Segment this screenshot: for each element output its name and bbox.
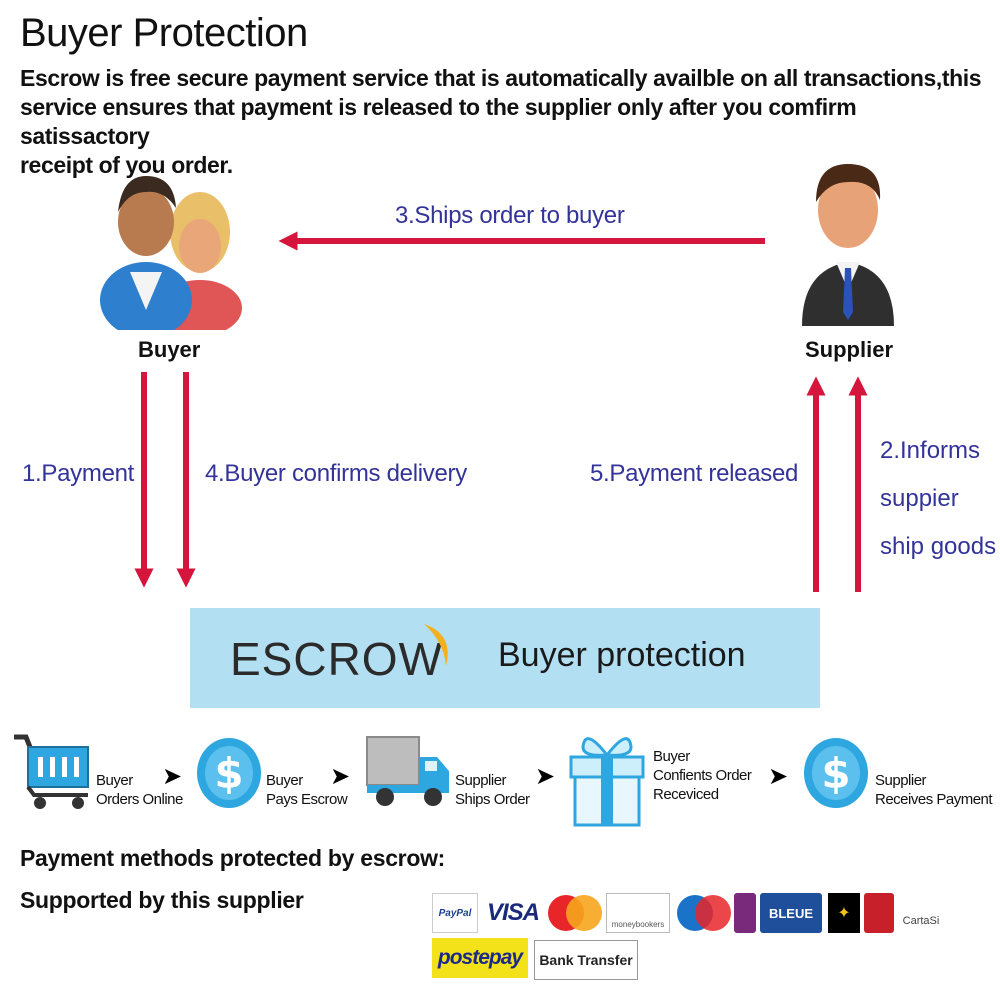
process-arrows — [134, 231, 868, 592]
intro-line-1: Escrow is free secure payment service th… — [20, 65, 982, 91]
step-2-line-1: 2.Informs — [880, 437, 981, 464]
cartasi-logo: CartaSi — [902, 915, 940, 927]
dollar-coin-icon: $ — [197, 738, 261, 808]
visa-logo: VISA — [486, 899, 540, 926]
supplier-label: Supplier — [805, 337, 894, 362]
step-2-line-2: suppier — [880, 485, 959, 512]
moneybookers-logo: moneybookers — [606, 893, 670, 933]
buyer-label: Buyer — [138, 337, 201, 362]
carte-bleue-logo: BLEUE — [760, 893, 822, 933]
card-logo-red — [864, 893, 894, 933]
flow-step-3-label: Supplier Ships Order — [455, 772, 530, 808]
payment-methods-title: Payment methods protected by escrow: — [20, 845, 446, 871]
escrow-logo-text: ESCROW — [230, 633, 443, 685]
shopping-cart-icon — [14, 734, 89, 809]
bank-transfer-logo: Bank Transfer — [534, 940, 638, 980]
step-1-label: 1.Payment — [22, 460, 135, 487]
flow-step-4-label: Buyer Confients Order Receviced — [653, 748, 752, 803]
flow-arrow-3-icon: ➤ — [535, 763, 556, 790]
postepay-logo: postepay — [432, 938, 528, 978]
supplier-businessman-icon — [802, 164, 894, 326]
flow-arrow-1-icon: ➤ — [162, 763, 183, 790]
card-logo-black: ✦ — [828, 893, 860, 933]
escrow-tagline: Buyer protection — [498, 636, 746, 674]
svg-text:$: $ — [214, 749, 243, 798]
flow-arrow-4-icon: ➤ — [768, 763, 789, 790]
escrow-banner: ESCROW Buyer protection — [190, 608, 820, 708]
buyer-couple-icon — [100, 176, 242, 330]
paypal-logo: PayPal — [432, 893, 478, 933]
gift-box-icon — [569, 737, 645, 827]
payment-methods-subtitle: Supported by this supplier — [20, 887, 304, 913]
mastercard-logo-icon — [548, 895, 602, 931]
step-5-label: 5.Payment released — [590, 460, 799, 487]
delivery-truck-icon — [366, 736, 449, 806]
step-4-label: 4.Buyer confirms delivery — [205, 460, 467, 487]
svg-text:$: $ — [821, 749, 850, 798]
flow-step-1-label: Buyer Orders Online — [96, 772, 183, 808]
flow-step-5-label: Supplier Receives Payment — [875, 772, 993, 808]
intro-line-2: service ensures that payment is released… — [20, 94, 857, 149]
dollar-coin-icon: $ — [804, 738, 868, 808]
page-title: Buyer Protection — [20, 11, 308, 55]
intro-text: Escrow is free secure payment service th… — [20, 64, 985, 180]
maestro-logo-icon — [677, 895, 731, 931]
escrow-swoosh-icon — [424, 624, 448, 666]
intro-line-3: receipt of you order. — [20, 152, 233, 178]
step-2-line-3: ship goods — [880, 533, 997, 560]
flow-step-2-label: Buyer Pays Escrow — [266, 772, 348, 808]
step-2-label: 2.Informs suppier ship goods — [880, 427, 996, 571]
step-3-label: 3.Ships order to buyer — [395, 202, 625, 229]
flow-arrow-2-icon: ➤ — [330, 763, 351, 790]
card-logo-purple — [734, 893, 756, 933]
